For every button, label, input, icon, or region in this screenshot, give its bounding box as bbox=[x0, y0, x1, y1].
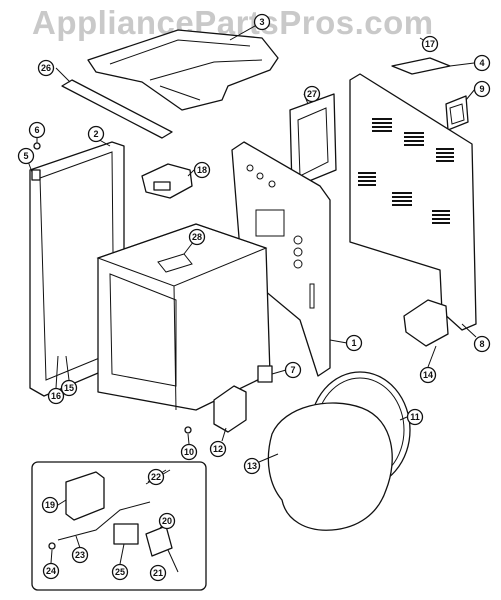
vent-slots bbox=[358, 118, 454, 224]
callout-label: 16 bbox=[51, 391, 61, 401]
callout-1: 1 bbox=[345, 334, 363, 352]
callout-25: 25 bbox=[111, 563, 129, 581]
callout-2: 2 bbox=[87, 125, 105, 143]
callout-label: 3 bbox=[259, 17, 264, 27]
callout-19: 19 bbox=[41, 496, 59, 514]
callout-label: 15 bbox=[64, 383, 74, 393]
callout-6: 6 bbox=[28, 121, 46, 139]
callout-7: 7 bbox=[284, 361, 302, 379]
callout-26: 26 bbox=[37, 59, 55, 77]
callout-label: 26 bbox=[41, 63, 51, 73]
callout-label: 18 bbox=[197, 165, 207, 175]
callout-label: 11 bbox=[410, 412, 420, 422]
part-oven-cavity bbox=[96, 223, 271, 411]
part-block bbox=[445, 95, 469, 131]
callout-label: 23 bbox=[75, 550, 85, 560]
callout-28: 28 bbox=[188, 228, 206, 246]
callout-label: 14 bbox=[423, 370, 433, 380]
callout-label: 22 bbox=[151, 472, 161, 482]
part-screw-6 bbox=[33, 142, 41, 150]
callout-label: 12 bbox=[213, 444, 223, 454]
callout-8: 8 bbox=[473, 335, 491, 353]
callout-label: 25 bbox=[115, 567, 125, 577]
part-screw-10 bbox=[184, 426, 192, 434]
callout-12: 12 bbox=[209, 440, 227, 458]
part-clip-7 bbox=[257, 365, 273, 383]
callout-16: 16 bbox=[47, 387, 65, 405]
callout-27: 27 bbox=[303, 85, 321, 103]
callout-label: 10 bbox=[184, 447, 194, 457]
part-top-panel bbox=[87, 29, 279, 111]
callout-17: 17 bbox=[421, 35, 439, 53]
part-latch-bracket bbox=[141, 163, 193, 199]
callout-label: 27 bbox=[307, 89, 317, 99]
callout-label: 4 bbox=[479, 58, 484, 68]
callout-23: 23 bbox=[71, 546, 89, 564]
part-insulation-blanket bbox=[267, 402, 393, 531]
callout-label: 6 bbox=[34, 125, 39, 135]
callout-21: 21 bbox=[149, 564, 167, 582]
callout-label: 17 bbox=[425, 39, 435, 49]
callout-label: 7 bbox=[290, 365, 295, 375]
callout-label: 21 bbox=[153, 568, 163, 578]
part-back-panel bbox=[349, 73, 477, 331]
callout-label: 8 bbox=[479, 339, 484, 349]
callout-15: 15 bbox=[60, 379, 78, 397]
callout-label: 2 bbox=[93, 129, 98, 139]
callout-label: 28 bbox=[192, 232, 202, 242]
part-inner-panel bbox=[289, 93, 337, 189]
callout-20: 20 bbox=[158, 512, 176, 530]
callout-4: 4 bbox=[473, 54, 491, 72]
callout-label: 1 bbox=[351, 338, 356, 348]
part-mount-bracket bbox=[403, 299, 449, 347]
part-hinge bbox=[213, 385, 247, 433]
callout-label: 13 bbox=[247, 461, 257, 471]
callout-label: 24 bbox=[46, 566, 56, 576]
callout-10: 10 bbox=[180, 443, 198, 461]
callout-9: 9 bbox=[473, 80, 491, 98]
callout-label: 19 bbox=[45, 500, 55, 510]
callout-14: 14 bbox=[419, 366, 437, 384]
callout-13: 13 bbox=[243, 457, 261, 475]
callout-label: 20 bbox=[162, 516, 172, 526]
callout-label: 9 bbox=[479, 84, 484, 94]
part-clip-5 bbox=[31, 169, 41, 181]
callout-5: 5 bbox=[17, 147, 35, 165]
callout-3: 3 bbox=[253, 13, 271, 31]
callout-18: 18 bbox=[193, 161, 211, 179]
callout-11: 11 bbox=[406, 408, 424, 426]
part-top-strip bbox=[61, 79, 173, 139]
callout-24: 24 bbox=[42, 562, 60, 580]
callout-22: 22 bbox=[147, 468, 165, 486]
part-vent-slab bbox=[391, 57, 451, 75]
callout-label: 5 bbox=[23, 151, 28, 161]
